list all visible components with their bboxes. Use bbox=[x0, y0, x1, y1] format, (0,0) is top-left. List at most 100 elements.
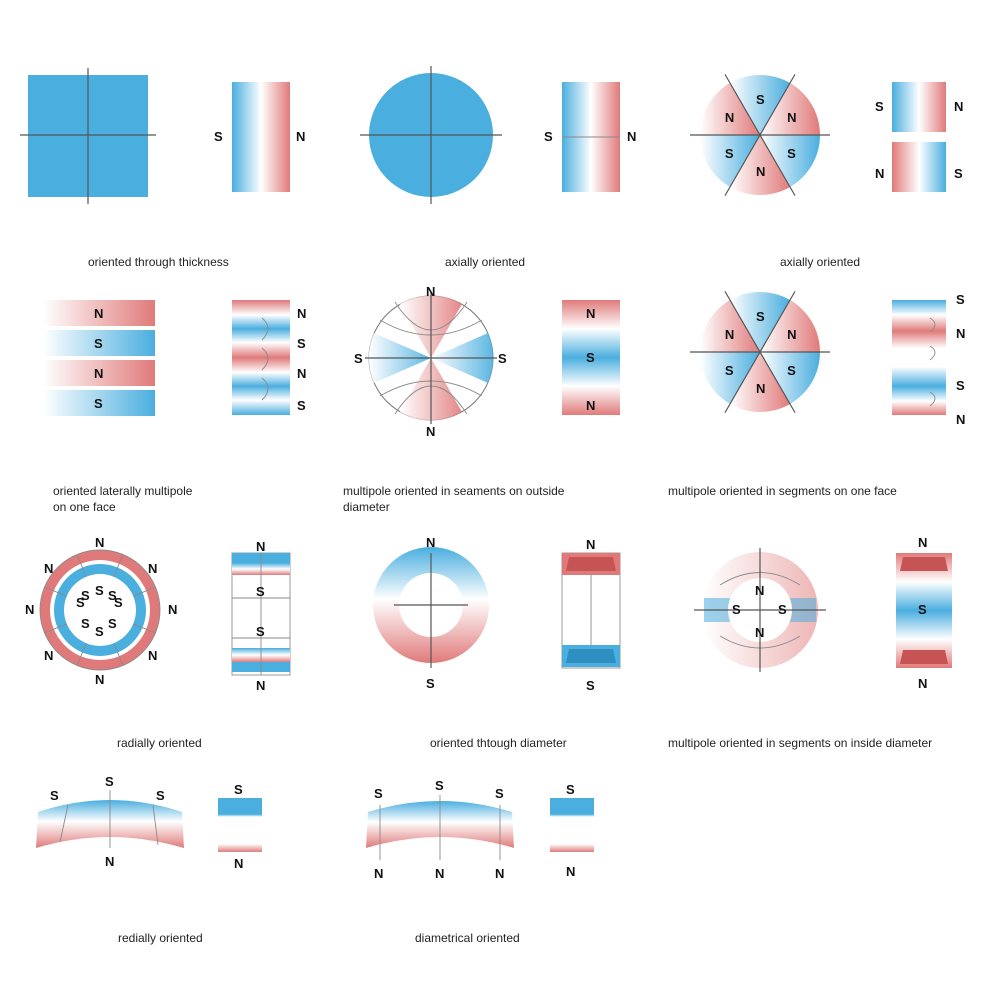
split-block-side-view: S N N S bbox=[875, 82, 963, 192]
pole-label: N bbox=[94, 366, 103, 381]
ring-inside-side-view: N S N bbox=[896, 535, 952, 691]
caption-redially: redially oriented bbox=[118, 931, 203, 945]
pole-label: S bbox=[787, 146, 796, 161]
square-magnet-through-thickness bbox=[20, 68, 156, 204]
pole-label: S bbox=[787, 363, 796, 378]
block-one-face-side-view: S N S N bbox=[892, 292, 965, 427]
pole-label: N bbox=[296, 129, 305, 144]
pole-label: S bbox=[214, 129, 223, 144]
pole-label: S bbox=[495, 786, 504, 801]
pole-label: S bbox=[426, 676, 435, 691]
pole-label: N bbox=[297, 306, 306, 321]
caption-diametrical: diametrical oriented bbox=[415, 931, 520, 945]
pole-label: N bbox=[374, 866, 383, 881]
pole-label: S bbox=[81, 616, 90, 631]
pole-label: S bbox=[732, 602, 741, 617]
pole-label: S bbox=[566, 782, 575, 797]
disc-outside-side-view: N S N bbox=[562, 300, 620, 415]
pole-label: N bbox=[256, 678, 265, 693]
pole-label: S bbox=[234, 782, 243, 797]
pole-label: N bbox=[725, 327, 734, 342]
pole-label: S bbox=[756, 92, 765, 107]
caption-lateral-line2: on one face bbox=[53, 500, 116, 514]
north-segment bbox=[760, 83, 820, 135]
pole-label: N bbox=[586, 306, 595, 321]
pole-label: N bbox=[954, 99, 963, 114]
ring-multipole-inside-diameter: N N S S bbox=[694, 548, 826, 672]
pole-label: S bbox=[95, 624, 104, 639]
ring-segment-divider bbox=[44, 586, 67, 597]
pole-label: S bbox=[435, 778, 444, 793]
pole-label: S bbox=[725, 146, 734, 161]
ring-segment-divider bbox=[113, 643, 124, 666]
north-segment bbox=[700, 83, 760, 135]
caption-axially-2: axially oriented bbox=[780, 255, 860, 269]
pole-label: S bbox=[725, 363, 734, 378]
pole-label: N bbox=[297, 366, 306, 381]
disc-axially-oriented bbox=[360, 66, 502, 204]
caption-lateral-line1: oriented laterally multipole bbox=[53, 484, 193, 498]
pole-label: N bbox=[586, 537, 595, 552]
caption-through-thickness: oriented through thickness bbox=[88, 255, 229, 269]
pole-label: N bbox=[918, 535, 927, 550]
arc-segment-diametrical: S S S N N N bbox=[366, 778, 514, 881]
pole-label: S bbox=[756, 309, 765, 324]
pole-label: S bbox=[498, 351, 507, 366]
caption-radially: radially oriented bbox=[117, 736, 202, 750]
pole-label: S bbox=[954, 166, 963, 181]
pole-label: N bbox=[256, 539, 265, 554]
ring-radial-side-view: N S S N bbox=[231, 539, 291, 693]
disc-six-segments-axial: S N S N S N bbox=[690, 74, 830, 196]
pole-label: S bbox=[374, 786, 383, 801]
pole-label: S bbox=[354, 351, 363, 366]
south-segment bbox=[730, 292, 790, 352]
ring-segment-divider bbox=[133, 586, 156, 597]
pole-label: S bbox=[256, 624, 265, 639]
arc-segment-radially: S S S N bbox=[36, 774, 184, 869]
pole-label: S bbox=[918, 602, 927, 617]
pole-label: S bbox=[108, 616, 117, 631]
pole-label: N bbox=[25, 602, 34, 617]
caption-outside-line2: diameter bbox=[343, 500, 390, 514]
pole-label: N bbox=[94, 306, 103, 321]
pole-label: N bbox=[956, 326, 965, 341]
disc-side-view: S N bbox=[544, 82, 636, 192]
pole-label: S bbox=[875, 99, 884, 114]
pole-label: S bbox=[114, 595, 123, 610]
arc-diametrical-side-view: S N bbox=[550, 782, 594, 879]
pole-label: N bbox=[105, 854, 114, 869]
north-segment bbox=[700, 300, 760, 352]
ring-segment-divider bbox=[76, 643, 87, 666]
pole-label: S bbox=[586, 678, 595, 693]
pole-label: N bbox=[426, 535, 435, 550]
caption-inside-diameter: multipole oriented in segments on inside… bbox=[668, 736, 932, 750]
block-side-view-1: S N bbox=[214, 82, 305, 192]
south-segment bbox=[760, 352, 820, 404]
pole-label: S bbox=[297, 398, 306, 413]
pole-label: N bbox=[756, 164, 765, 179]
bar-lateral-multipole: N S N S bbox=[43, 300, 155, 416]
north-segment bbox=[730, 135, 790, 195]
north-segment bbox=[760, 300, 820, 352]
pole-label: N bbox=[918, 676, 927, 691]
south-segment bbox=[700, 135, 760, 187]
ring-segment-divider bbox=[76, 554, 87, 577]
pole-label: S bbox=[156, 788, 165, 803]
pole-label: N bbox=[787, 110, 796, 125]
pole-label: S bbox=[778, 602, 787, 617]
pole-label: S bbox=[544, 129, 553, 144]
caption-axially-1: axially oriented bbox=[445, 255, 525, 269]
pole-label: N bbox=[426, 424, 435, 439]
pole-label: N bbox=[148, 648, 157, 663]
pole-label: S bbox=[297, 336, 306, 351]
pole-label: N bbox=[148, 561, 157, 576]
pole-label: N bbox=[566, 864, 575, 879]
ring-through-diameter: N S bbox=[373, 535, 489, 691]
pole-label: N bbox=[725, 110, 734, 125]
pole-label: S bbox=[586, 350, 595, 365]
pole-label: N bbox=[586, 398, 595, 413]
pole-label: S bbox=[956, 292, 965, 307]
pole-label: N bbox=[95, 535, 104, 550]
ring-radially-oriented: N N N N N N N N S S S S S S S S bbox=[25, 535, 177, 687]
